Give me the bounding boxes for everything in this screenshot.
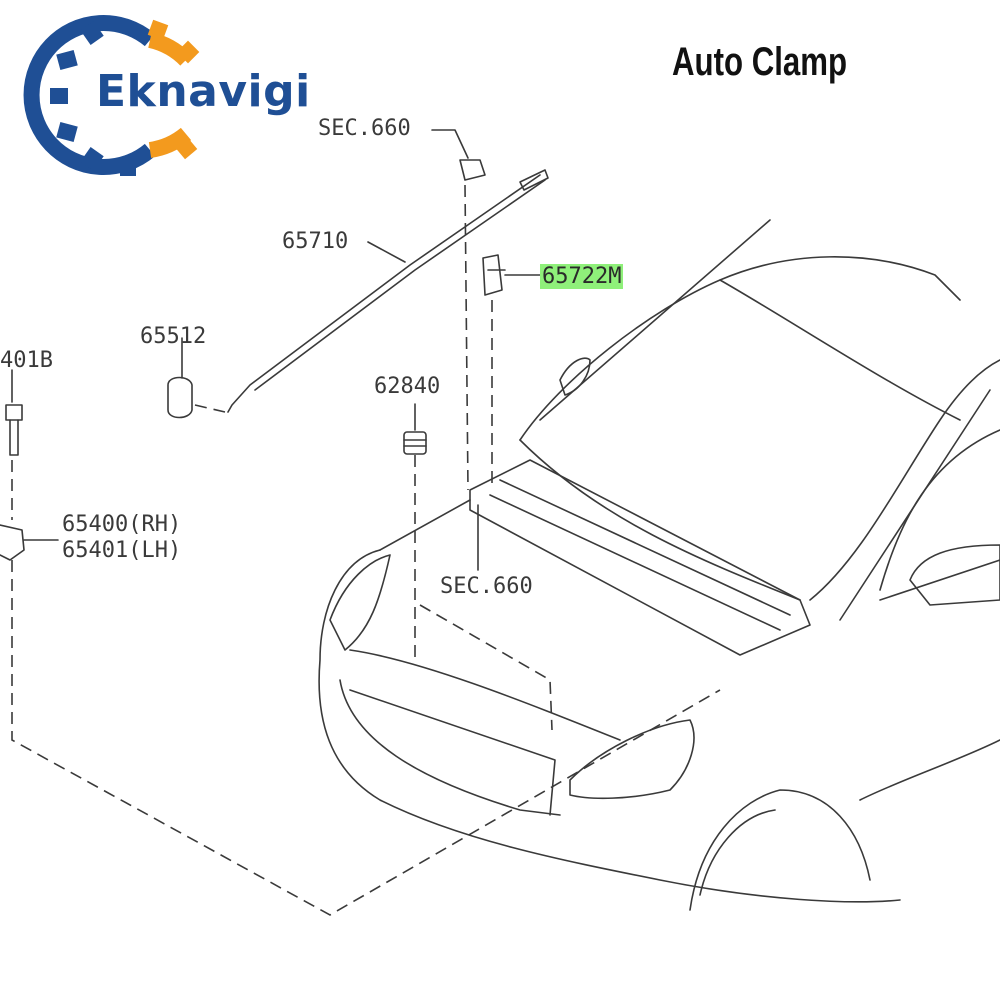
callout-62840: 62840	[374, 374, 441, 399]
callout-65722m: 65722M	[540, 264, 624, 289]
callout-sec660-top: SEC.660	[318, 116, 411, 141]
washer-rod-65710	[227, 174, 541, 413]
callout-65401-lh: 65401(LH)	[62, 538, 182, 563]
brand-logo: Eknavigi	[96, 66, 311, 117]
gear-logo-icon	[23, 15, 200, 176]
callout-sec660-bottom: SEC.660	[440, 574, 533, 599]
auto-clamp-65722m	[482, 254, 503, 296]
callout-401b: 401B	[0, 348, 53, 373]
cowl-top	[469, 459, 811, 656]
highlight-mark: 65722M	[540, 264, 624, 289]
page-title: Auto Clamp	[672, 40, 848, 84]
callout-65400-rh: 65400(RH)	[62, 512, 182, 537]
callout-65512: 65512	[140, 324, 207, 349]
callout-65710: 65710	[282, 229, 349, 254]
